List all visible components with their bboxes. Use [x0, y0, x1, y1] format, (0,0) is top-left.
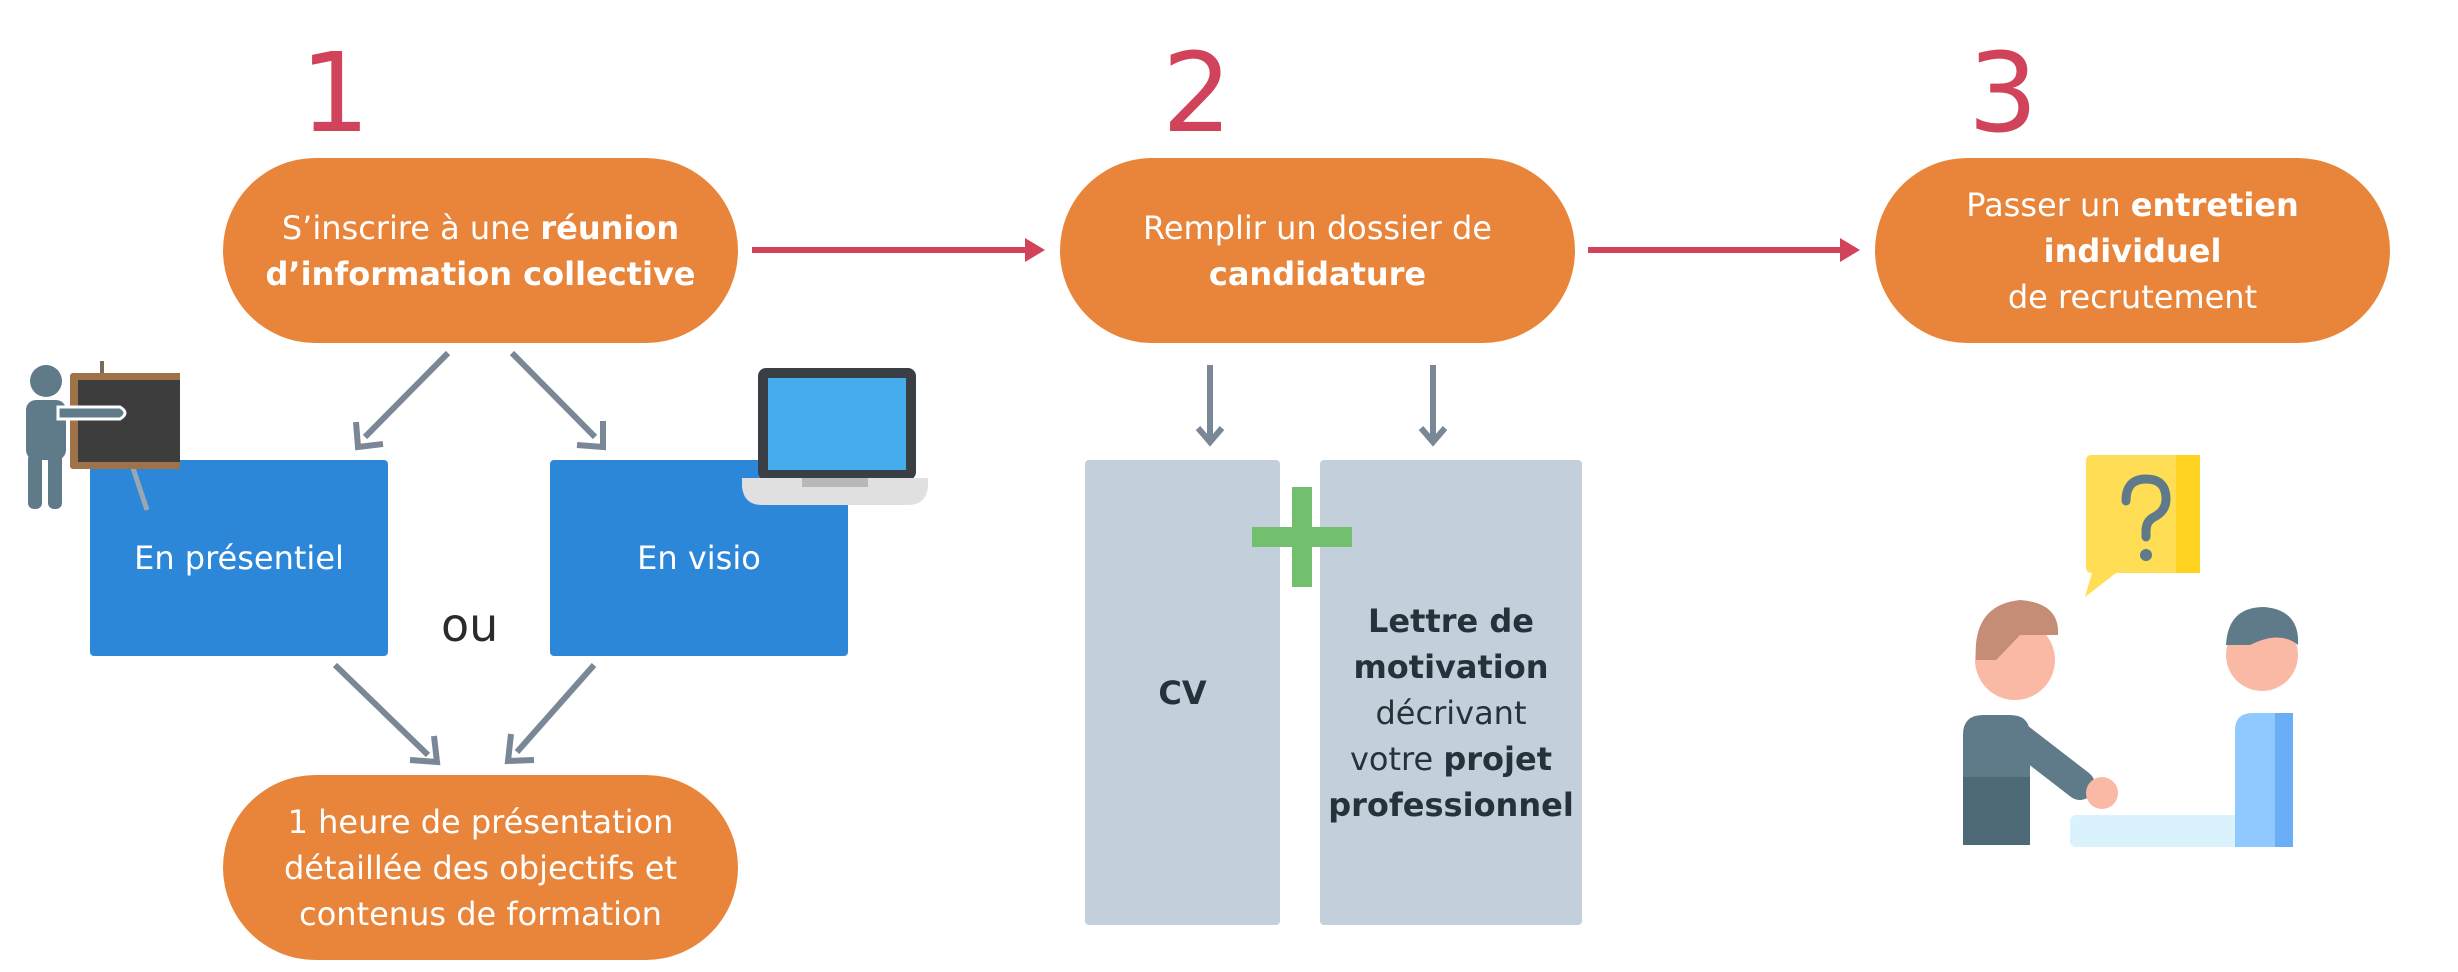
step-1-pill: S’inscrire à une réunion d’information c… [223, 158, 738, 343]
outcome-line1: 1 heure de présentation [287, 802, 674, 841]
letter-bold2: motivation [1353, 647, 1549, 686]
step-2-text-bold: candidature [1208, 254, 1427, 293]
step-2-pill: Remplir un dossier de candidature [1060, 158, 1575, 343]
outcome-line3: contenus de formation [299, 894, 662, 933]
letter-line5-bold: professionnel [1328, 785, 1574, 824]
arrow-visio-to-outcome [504, 663, 597, 765]
step-3-text-bold: entretien individuel [2043, 185, 2299, 270]
letter-bold1: Lettre de [1368, 601, 1534, 640]
step-1-text-pre: S’inscrire à une [281, 208, 541, 247]
letter-line3: décrivant [1375, 693, 1527, 732]
teacher-blackboard-icon [26, 361, 180, 511]
option-visio-label: En visio [637, 539, 761, 577]
step-3-text-pre: Passer un [1966, 185, 2131, 224]
arrow-to-cv [1195, 365, 1225, 447]
step-1-number: 1 [300, 29, 370, 157]
outcome-line2: détaillée des objectifs et [283, 848, 678, 887]
option-presentiel: En présentiel [90, 460, 388, 656]
arrow-step2-to-step3 [1588, 238, 1860, 262]
or-separator: ou [441, 598, 499, 652]
arrow-step1-to-step2 [752, 238, 1045, 262]
option-presentiel-label: En présentiel [134, 539, 344, 577]
letter-line4-pre: votre [1349, 739, 1444, 778]
step-3-number: 3 [1968, 29, 2038, 157]
step-3-text-line2: de recrutement [2007, 277, 2258, 316]
plus-icon [1252, 487, 1352, 587]
step-1-text-bold2: d’information collective [265, 254, 696, 293]
arrow-to-letter [1418, 365, 1448, 447]
question-bubble-icon [2085, 455, 2200, 597]
interview-icon [1963, 455, 2299, 847]
step-2-text-line1: Remplir un dossier de [1143, 208, 1492, 247]
step-1-outcome-pill: 1 heure de présentation détaillée des ob… [223, 775, 738, 960]
arrow-to-visio [509, 350, 606, 451]
arrow-presentiel-to-outcome [332, 662, 441, 766]
cv-label: CV [1158, 673, 1207, 712]
arrow-to-presentiel [353, 350, 451, 451]
step-3-pill: Passer un entretien individuel de recrut… [1875, 158, 2390, 343]
step-2-number: 2 [1162, 29, 1232, 157]
motivation-letter-document: Lettre de motivation décrivant votre pro… [1320, 460, 1582, 925]
laptop-icon [742, 368, 928, 505]
letter-line4-bold: projet [1443, 739, 1552, 778]
step-1-text-bold1: réunion [540, 208, 680, 247]
cv-document: CV [1085, 460, 1280, 925]
